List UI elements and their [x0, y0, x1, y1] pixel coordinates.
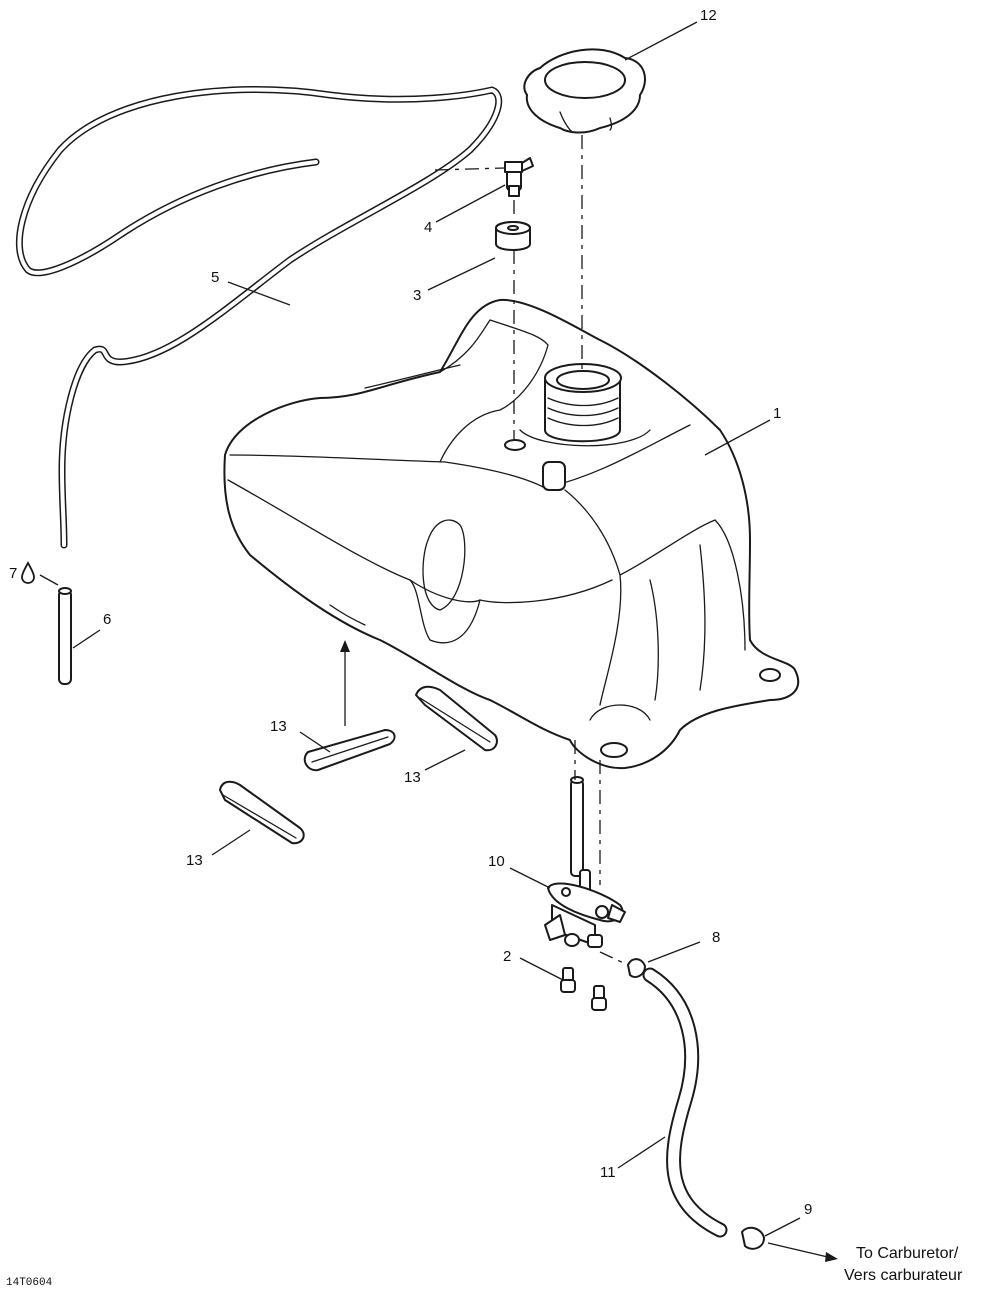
rubber-strip-2	[415, 685, 498, 752]
callout-13-top: 13	[270, 718, 287, 735]
fuel-cap	[523, 48, 646, 134]
callout-12: 12	[700, 7, 717, 24]
callout-11: 11	[600, 1164, 616, 1181]
callout-13-bottom: 13	[186, 852, 203, 869]
callout-13-middle: 13	[404, 769, 421, 786]
callout-4: 4	[424, 219, 432, 236]
figure-reference: 14T0604	[6, 1277, 53, 1289]
assembly-lines	[434, 135, 629, 966]
short-hose	[58, 587, 72, 685]
callout-10: 10	[488, 853, 505, 870]
hose-clamp	[627, 958, 646, 978]
rubber-strip-3	[219, 780, 305, 845]
rubber-strip-1	[303, 729, 396, 772]
screws	[560, 967, 607, 1011]
leader-lines	[39, 21, 801, 1237]
install-arrow	[340, 640, 350, 726]
fuel-valve	[544, 776, 626, 948]
callout-3: 3	[413, 287, 421, 304]
outlet-arrow	[767, 1242, 838, 1262]
callout-5: 5	[211, 269, 219, 286]
callout-6: 6	[103, 611, 111, 628]
destination-line-2: Vers carburateur	[844, 1267, 963, 1284]
grommet	[495, 221, 531, 251]
callout-9: 9	[804, 1201, 812, 1218]
vent-fitting	[504, 157, 534, 197]
callout-2: 2	[503, 948, 511, 965]
callout-1: 1	[773, 405, 781, 422]
callout-8: 8	[712, 929, 720, 946]
outlet-clamp	[741, 1226, 765, 1250]
vent-hose	[15, 86, 503, 549]
fuel-hose	[642, 967, 728, 1238]
fuel-tank	[223, 298, 800, 770]
callout-7: 7	[9, 565, 17, 582]
destination-line-1: To Carburetor/	[856, 1245, 959, 1262]
oil-drop-icon	[21, 561, 35, 584]
